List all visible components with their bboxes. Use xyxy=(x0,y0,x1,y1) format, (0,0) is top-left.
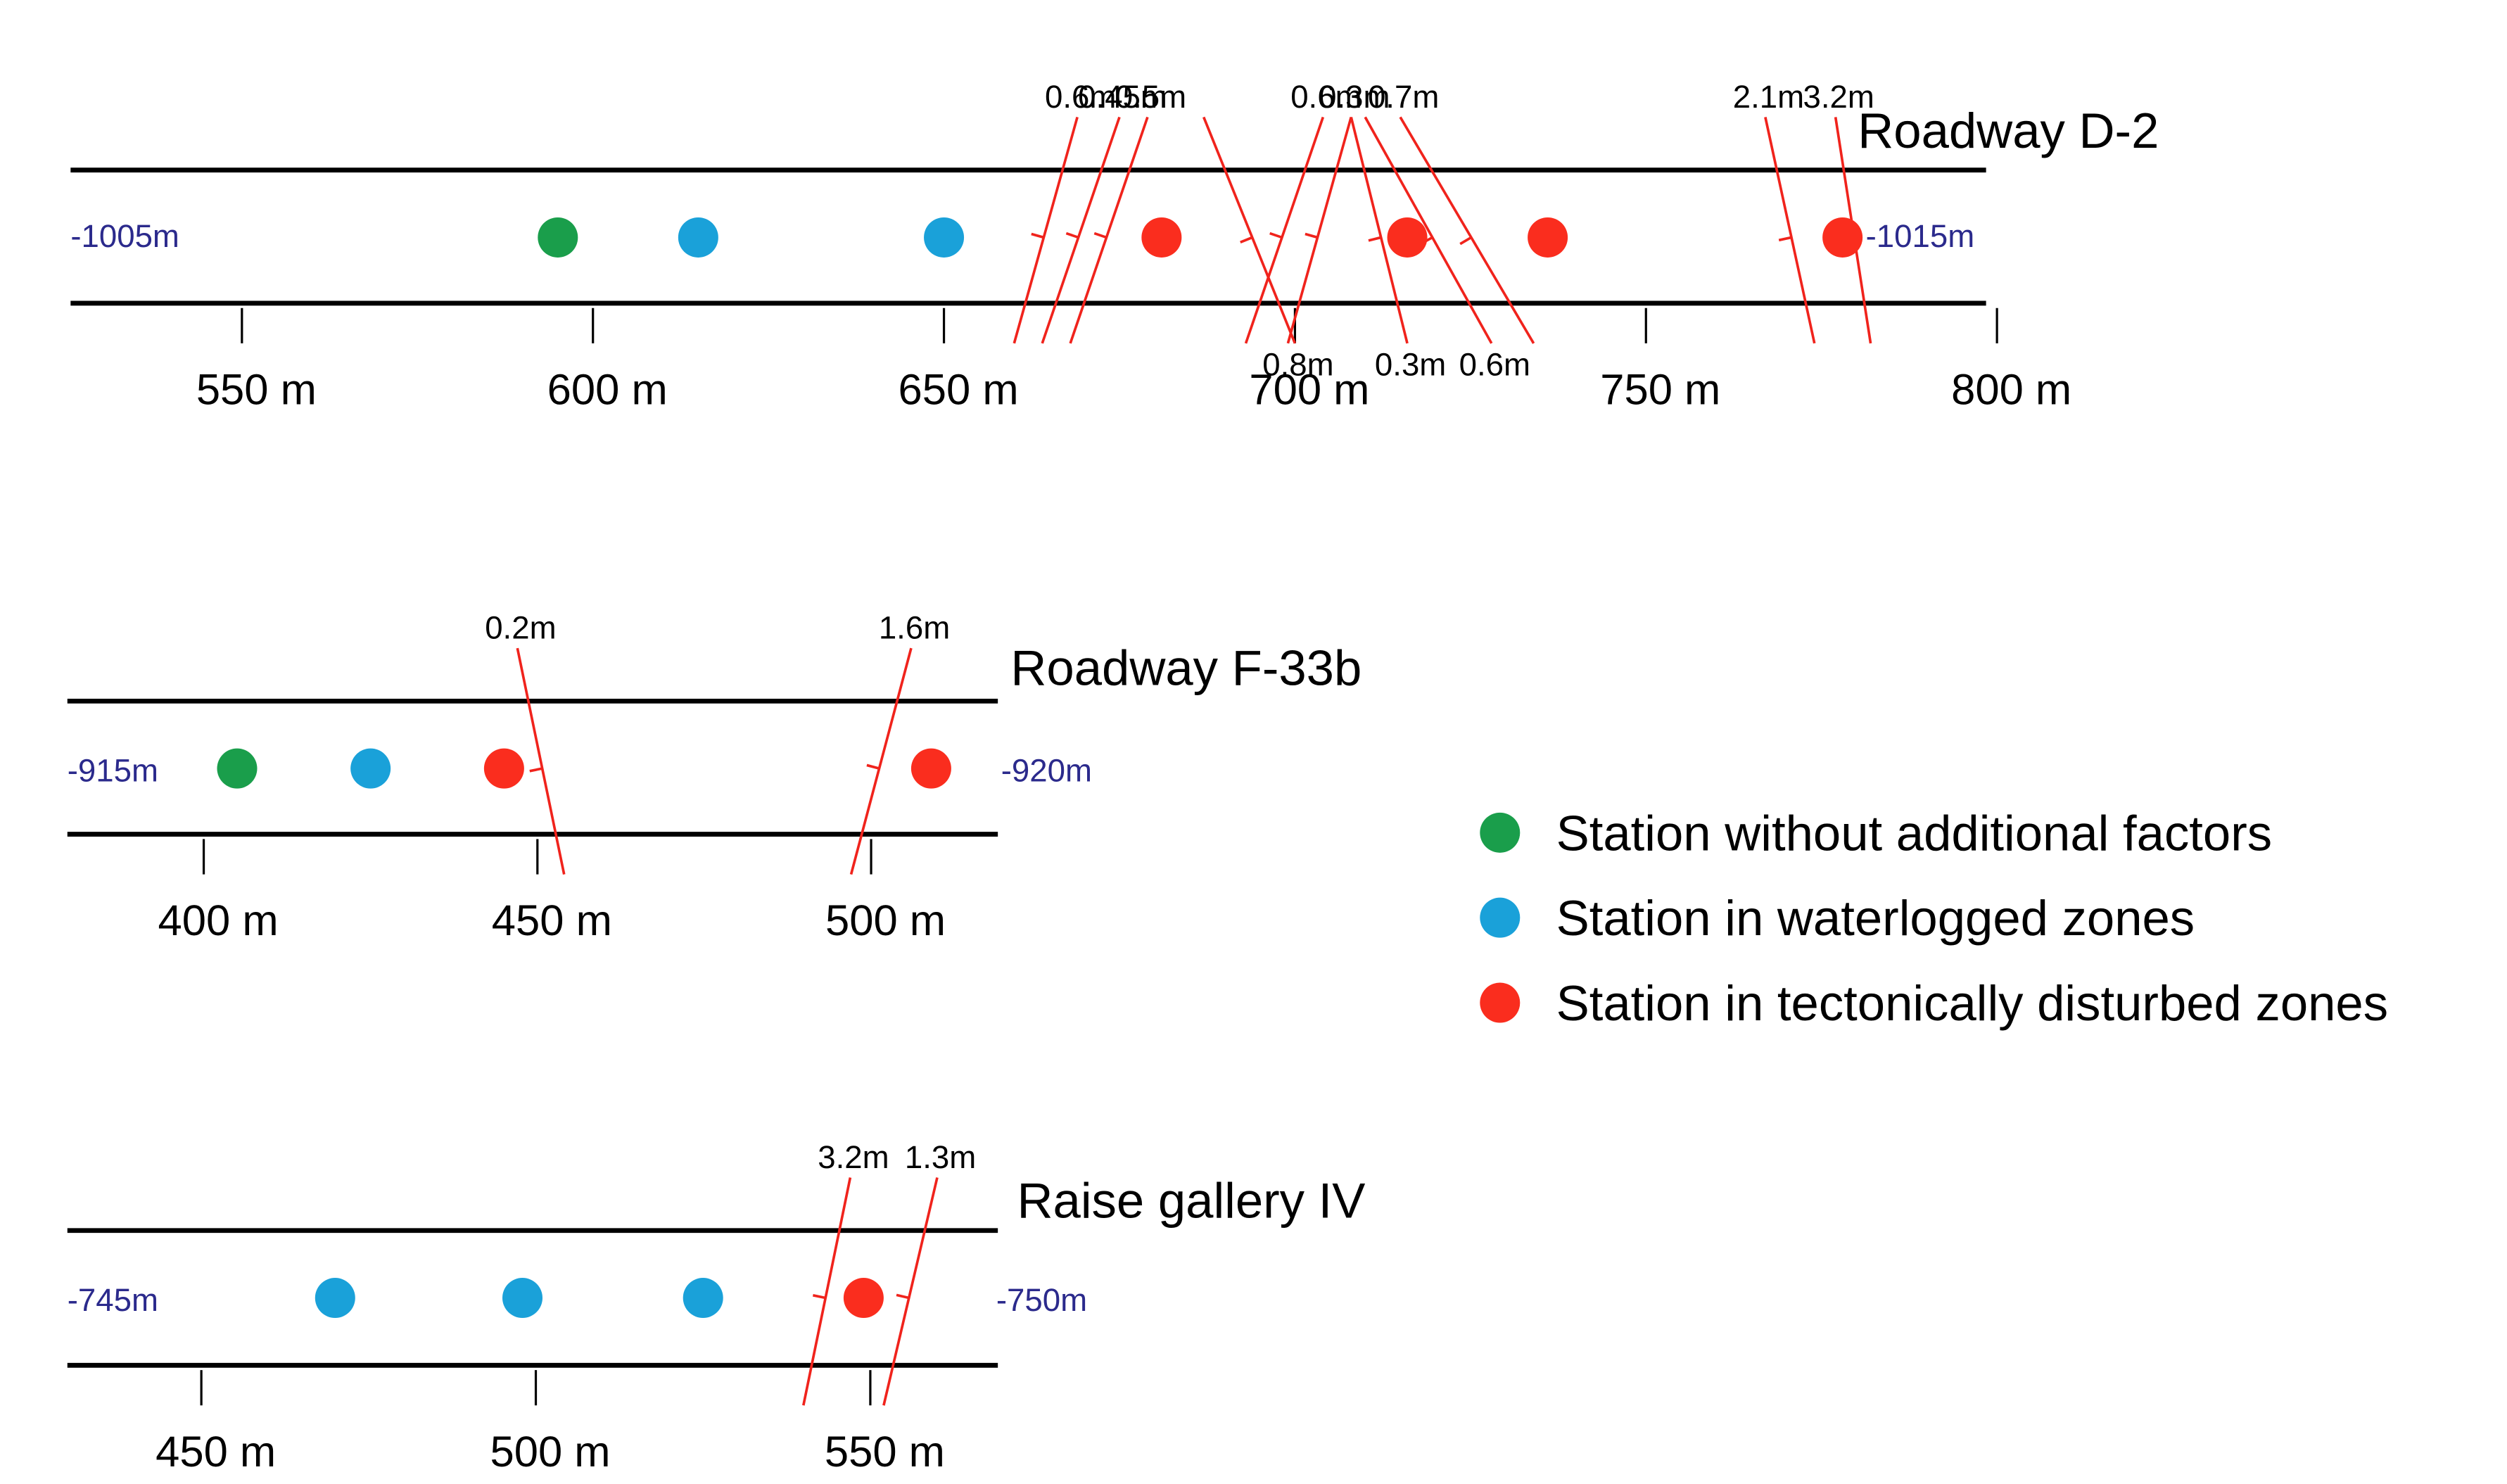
station-marker-none xyxy=(538,217,578,258)
fault-dip-tick xyxy=(1368,236,1382,242)
fault-dip-tick xyxy=(812,1294,826,1300)
fault-line xyxy=(1364,116,1493,344)
elevation-left: -915m xyxy=(68,752,158,788)
fault-throw-label: 0.45m xyxy=(1078,79,1167,115)
roadway-title: Roadway D-2 xyxy=(1858,103,2159,158)
fault-line xyxy=(1350,117,1409,344)
station-marker-water xyxy=(678,217,718,258)
station-marker-water xyxy=(315,1278,355,1319)
elevation-right: -920m xyxy=(1001,752,1092,788)
fault-line xyxy=(1041,116,1121,344)
fault-dip-tick xyxy=(866,763,880,770)
fault-throw-label: 3.2m xyxy=(1803,79,1874,115)
axis-tick-label: 500 m xyxy=(825,896,946,945)
roadway-2: Roadway F-33b -915m -920m 400 m 450 m 500 m 0.… xyxy=(67,609,1362,945)
fault-dip-tick xyxy=(1778,236,1792,242)
legend-marker-water xyxy=(1480,897,1521,938)
fault-throw-label: 0.3m xyxy=(1319,79,1390,115)
fault-dip-tick xyxy=(896,1293,910,1300)
fault-throw-label: 0.7m xyxy=(1368,79,1439,115)
axis-tick-label: 500 m xyxy=(490,1428,611,1476)
elevation-left: -745m xyxy=(68,1282,158,1318)
fault-line xyxy=(849,647,913,875)
axis-tick-label: 700 m xyxy=(1249,366,1369,414)
axis-tick-label: 400 m xyxy=(158,896,279,945)
axis-tick-label: 450 m xyxy=(492,896,612,945)
fault-line xyxy=(1244,116,1325,344)
station-marker-tectonic xyxy=(910,748,951,789)
fault-throw-label: 0.8m xyxy=(1262,347,1333,383)
fault-dip-tick xyxy=(529,767,543,773)
fault-throw-label: 0.2m xyxy=(485,609,556,645)
elevation-left: -1005m xyxy=(70,218,179,254)
axis-tick-label: 550 m xyxy=(196,366,317,414)
station-marker-tectonic xyxy=(1528,217,1568,258)
axis-tick-label: 550 m xyxy=(825,1428,945,1476)
fault-line xyxy=(1286,116,1352,344)
roadway-3: Raise gallery IV -745m -750m 450 m 500 m 550 … xyxy=(67,1139,1366,1476)
elevation-right: -750m xyxy=(996,1282,1087,1318)
roadway-1: Roadway D-2 -1005m -1015m 550 m 600 m 650 m 70… xyxy=(70,79,2159,414)
fault-dip-tick xyxy=(1240,236,1253,243)
station-marker-tectonic xyxy=(1141,217,1182,258)
station-marker-tectonic xyxy=(1387,217,1428,258)
fault-dip-tick xyxy=(1065,232,1079,239)
fault-dip-tick xyxy=(1459,236,1472,246)
fault-line xyxy=(1202,116,1297,344)
elevation-right: -1015m xyxy=(1866,218,1975,254)
axis-tick-label: 650 m xyxy=(899,366,1019,414)
axis-tick-label: 750 m xyxy=(1600,366,1720,414)
fault-line xyxy=(802,1177,852,1406)
fault-dip-tick xyxy=(1093,232,1107,239)
fault-line xyxy=(1069,116,1149,344)
axis-tick-label: 600 m xyxy=(547,366,668,414)
legend: Station without additional factorsStatio… xyxy=(1480,805,2388,1031)
station-marker-tectonic xyxy=(843,1278,884,1319)
fault-line xyxy=(1399,116,1535,344)
station-marker-water xyxy=(502,1278,543,1319)
axis-tick-label: 800 m xyxy=(1951,366,2071,414)
fault-throw-label: 2.1m xyxy=(1733,79,1804,115)
legend-label: Station without additional factors xyxy=(1556,805,2273,861)
fault-throw-label: 0.3m xyxy=(1375,347,1446,383)
fault-throw-label: 0.6m xyxy=(1290,79,1362,115)
roadway-title: Roadway F-33b xyxy=(1010,640,1362,696)
roadway-title: Raise gallery IV xyxy=(1017,1173,1366,1229)
legend-marker-tectonic xyxy=(1480,982,1521,1023)
fault-dip-tick xyxy=(1031,232,1044,239)
station-marker-tectonic xyxy=(1822,217,1863,258)
station-marker-none xyxy=(217,748,258,789)
legend-label: Station in tectonically disturbed zones xyxy=(1556,975,2388,1031)
fault-throw-label: 0.6m xyxy=(1459,347,1530,383)
legend-marker-none xyxy=(1480,812,1521,853)
fault-throw-label: 3.2m xyxy=(818,1139,889,1175)
fault-line xyxy=(1013,116,1079,344)
legend-label: Station in waterlogged zones xyxy=(1556,890,2195,946)
station-marker-water xyxy=(350,748,391,789)
station-marker-tectonic xyxy=(483,748,524,789)
fault-throw-label: 1.6m xyxy=(879,609,950,645)
fault-throw-label: 0.5m xyxy=(1115,79,1186,115)
station-marker-water xyxy=(924,217,965,258)
fault-throw-label: 1.3m xyxy=(905,1139,976,1175)
fault-line xyxy=(516,647,566,875)
fault-throw-label: 0.6m xyxy=(1045,79,1116,115)
axis-tick-label: 450 m xyxy=(156,1428,276,1476)
fault-dip-tick xyxy=(1305,232,1318,239)
fault-dip-tick xyxy=(1269,232,1283,239)
fault-line xyxy=(882,1177,939,1406)
station-marker-water xyxy=(683,1278,723,1319)
fault-line xyxy=(1764,117,1816,344)
